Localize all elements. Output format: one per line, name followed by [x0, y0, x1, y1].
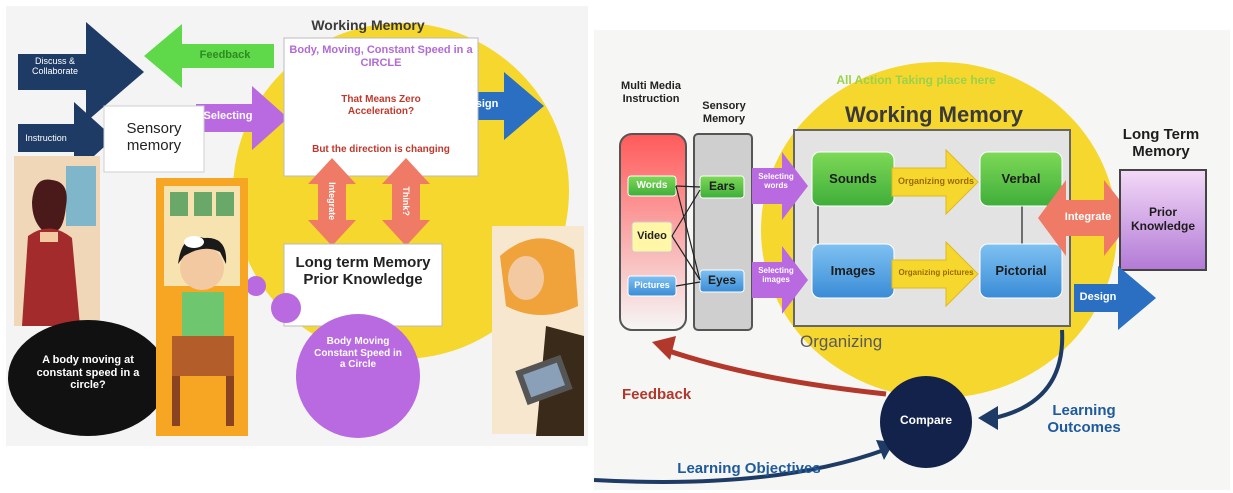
- left-diagram-graphics: [8, 22, 584, 438]
- sensory-column: [693, 133, 753, 331]
- multimedia-label: Multi Media Instruction: [621, 80, 681, 105]
- pictures-box: [627, 275, 677, 297]
- organizing-label: Organizing: [800, 332, 883, 351]
- organizing-words-label: Organizing words: [897, 176, 974, 186]
- organizing-pictures-arrow: [891, 240, 979, 308]
- working-memory-title: Working Memory: [311, 17, 425, 33]
- connector-lines: [671, 185, 1023, 287]
- sensory-memory-label: Sensory memory: [126, 120, 182, 155]
- objectives-curve: [594, 448, 885, 484]
- right-diagram: All Action Taking place here Working Mem…: [594, 30, 1230, 490]
- feedback-curve: [665, 347, 887, 397]
- learning-objectives-label: Learning Objectives: [677, 460, 821, 477]
- purple-thought-circle: [296, 314, 420, 438]
- right-diagram-graphics: [594, 62, 1207, 484]
- sensory-memory-box: [103, 105, 205, 173]
- long-term-label: Long term Memory Prior Knowledge: [295, 254, 431, 289]
- compare-label: Compare: [899, 413, 952, 427]
- verbal-box: [979, 151, 1063, 207]
- pictures-label: Pictures: [634, 280, 670, 290]
- question-bubble: [8, 320, 168, 436]
- selecting-label: Selecting: [203, 110, 253, 122]
- think-label: Think?: [401, 186, 412, 216]
- left-diagram: Working Memory Discuss & Collaborate Ins…: [6, 6, 588, 446]
- design-arrow: [1074, 266, 1156, 330]
- feedback-arrowhead: [652, 336, 676, 360]
- selecting-words-arrow: [752, 152, 808, 220]
- integrate-arrow: [308, 158, 356, 246]
- prior-knowledge-box: [1119, 169, 1207, 271]
- feedback-arrow: [144, 24, 274, 88]
- design-arrow: [454, 72, 544, 140]
- compare-circle: [880, 376, 972, 468]
- purple-circle-text: Body Moving Constant Speed in a Circle: [314, 336, 402, 370]
- integrate-arrow: [1038, 180, 1134, 256]
- selecting-arrow: [196, 86, 288, 150]
- student-illustration: [156, 178, 248, 436]
- box-line-3: But the direction is changing: [312, 144, 450, 155]
- selecting-images-label: Selecting images: [758, 266, 794, 285]
- outcomes-curve: [993, 329, 1065, 420]
- think-arrow: [382, 158, 430, 246]
- feedback-label: Feedback: [199, 49, 251, 61]
- instruction-label: Instruction: [25, 133, 67, 143]
- pictorial-label: Pictorial: [995, 263, 1047, 278]
- feedback-label: Feedback: [622, 386, 692, 403]
- sounds-label: Sounds: [829, 171, 877, 186]
- box-line-2: That Means Zero Acceleration?: [341, 94, 421, 117]
- organizing-words-arrow: [891, 148, 979, 216]
- thought-bubble-medium: [271, 293, 301, 323]
- sensory-label: Sensory Memory: [702, 100, 746, 125]
- thinking-students-illustration: [492, 226, 584, 436]
- thought-bubble-small: [246, 276, 266, 296]
- eyes-label: Eyes: [707, 273, 737, 287]
- video-label: Video: [637, 230, 667, 242]
- selecting-images-arrow: [752, 246, 808, 314]
- pictorial-box: [979, 243, 1063, 299]
- concept-box: [283, 37, 479, 177]
- selecting-words-label: Selecting words: [758, 172, 794, 191]
- design-label: Design: [1079, 291, 1117, 303]
- eyes-box: [699, 269, 745, 293]
- outcomes-arrowhead: [978, 406, 998, 430]
- box-line-1: Body, Moving, Constant Speed in a CIRCLE: [289, 44, 473, 69]
- discuss-arrow: [18, 22, 144, 122]
- question-text: A body moving at constant speed in a cir…: [36, 354, 140, 392]
- verbal-label: Verbal: [1001, 171, 1041, 186]
- design-label: Design: [461, 98, 499, 110]
- words-label: Words: [636, 180, 668, 191]
- discuss-label: Discuss & Collaborate: [31, 56, 79, 77]
- working-memory-title: Working Memory: [844, 102, 1024, 127]
- integrate-label: Integrate: [327, 182, 338, 221]
- teacher-illustration: [14, 156, 100, 326]
- organizing-pictures-label: Organizing pictures: [898, 268, 974, 277]
- learning-outcomes-label: Learning Outcomes: [1047, 402, 1121, 437]
- prior-knowledge-label: Prior Knowledge: [1130, 205, 1195, 233]
- action-note: All Action Taking place here: [836, 73, 996, 87]
- ears-label: Ears: [708, 179, 736, 193]
- images-label: Images: [830, 263, 876, 278]
- long-term-title: Long Term Memory: [1122, 126, 1200, 161]
- integrate-label: Integrate: [1064, 211, 1112, 223]
